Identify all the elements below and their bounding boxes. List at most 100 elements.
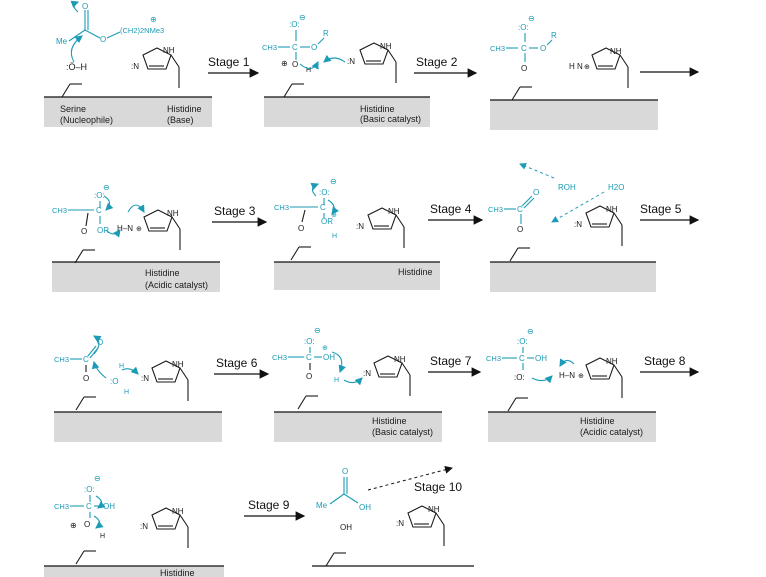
stage-4-label: Stage 4 (430, 202, 472, 216)
water-entry-arrow (551, 191, 605, 223)
protein-surface (264, 97, 430, 127)
curved-arrow (95, 495, 106, 509)
curved-arrow (103, 195, 114, 211)
curved-arrow (70, 0, 80, 13)
stage-10-label: Stage 10 (414, 480, 462, 494)
nitrogen-label: :N (131, 62, 139, 71)
positive-charge: ⊕ (281, 59, 288, 68)
positive-charge: ⊕ (136, 226, 142, 233)
oxyanion: :O: (517, 337, 528, 346)
r-label: R (551, 31, 557, 40)
positive-charge: ⊕ (584, 64, 590, 71)
curved-arrow (70, 35, 83, 63)
oxyanion: :O: (84, 485, 95, 494)
carbon-label: C (519, 354, 525, 363)
nitrogen-label: :N (574, 220, 582, 229)
or-label: OR (97, 226, 109, 235)
oxyanion: :O: (304, 337, 315, 346)
stage-2-label: Stage 2 (416, 55, 458, 69)
oxygen-label: O (292, 60, 298, 69)
serine-backbone (74, 249, 96, 264)
serine-oxygen: :O: (514, 373, 525, 382)
oxyanion: :O: (289, 20, 300, 29)
hydroxyl-label: OH (535, 354, 547, 363)
histidine-label-truncated: Histidine (160, 568, 195, 577)
carbon-label: C (306, 353, 312, 362)
protonated-nitrogen: H N (569, 62, 583, 71)
panel-8: ⊖ :O: CH3 C OH ⊕ H O :N NH Histidine (Ba… (272, 326, 442, 442)
basic-catalyst-label: (Basic catalyst) (372, 427, 433, 437)
carbonyl-bond (87, 345, 97, 357)
acidic-catalyst-label: (Acidic catalyst) (145, 280, 208, 290)
nh-label: NH (606, 205, 618, 214)
oxygen-label: O (521, 64, 527, 73)
negative-charge: ⊖ (94, 474, 101, 483)
oxygen-label: O (84, 520, 90, 529)
carbonyl-bond (521, 195, 533, 207)
oxygen-label: O (342, 467, 348, 476)
protein-surface (54, 412, 222, 442)
methyl-label: Me (56, 37, 68, 46)
curved-arrow (93, 515, 104, 529)
serine-backbone (75, 550, 97, 565)
nitrogen-label: :N (140, 522, 148, 531)
methyl-label: CH3 (272, 353, 287, 362)
hydrogen-label: H (332, 233, 337, 240)
methyl-label: CH3 (274, 203, 289, 212)
panel-2: ⊖ :O: CH3 C O R ⊕ O H :N NH Histidine (B… (262, 13, 430, 127)
stage-1-label: Stage 1 (208, 55, 250, 69)
nh-label: NH (380, 42, 392, 51)
serine-label: Serine (60, 104, 86, 114)
serine-backbone (283, 83, 305, 98)
nh-label: NH (163, 46, 175, 55)
panel-4: ⊖ :O: CH3 C OR O H–N ⊕ NH Histidine (Aci… (52, 183, 220, 292)
oxyanion: :O: (94, 191, 105, 200)
panel-5: ⊖ :O: CH3 C OR ⊕ H O :N NH Histidine (274, 177, 440, 290)
protein-surface (52, 262, 220, 292)
serine-backbone (507, 397, 529, 412)
nh-label: NH (388, 207, 400, 216)
nitrogen-label: :N (396, 519, 404, 528)
histidine-label: Histidine (372, 416, 407, 426)
hydrogen-label: H (100, 533, 105, 540)
oxygen-label: O (82, 2, 88, 11)
nitrogen-label: :N (363, 369, 371, 378)
methyl-label: CH3 (490, 44, 505, 53)
serine-backbone (509, 247, 531, 262)
serine-hydroxyl: :Ö–H (66, 62, 87, 72)
oxygen-label: O (100, 35, 106, 44)
negative-charge: ⊖ (103, 183, 110, 192)
histidine-label: Histidine (398, 267, 433, 277)
positive-charge: ⊕ (322, 345, 328, 352)
negative-charge: ⊖ (527, 327, 534, 336)
bond (343, 493, 359, 504)
curved-arrow (310, 182, 320, 197)
bond (68, 29, 86, 42)
serine-backbone (325, 552, 347, 567)
panel-11: Me O OH OH :N NH (312, 465, 474, 567)
curved-arrow (127, 204, 145, 213)
bond (106, 31, 121, 39)
nitrogen-label: :N (141, 374, 149, 383)
basic-catalyst-label: (Basic catalyst) (360, 114, 421, 124)
protein-surface (488, 412, 656, 442)
carbon-label: C (83, 355, 89, 364)
nh-label: NH (167, 209, 179, 218)
nh-label: NH (428, 505, 440, 514)
hydrogen-label: H (119, 363, 124, 370)
protonated-nitrogen: H–N (559, 371, 575, 380)
nh-label: NH (394, 355, 406, 364)
curved-arrow (331, 351, 346, 374)
oxygen-label: O (306, 372, 312, 381)
bond (84, 29, 101, 39)
stage-5-label: Stage 5 (640, 202, 682, 216)
r-label: R (323, 29, 329, 38)
protein-surface (44, 566, 224, 577)
carbon-label: C (96, 206, 102, 215)
stage-6-label: Stage 6 (216, 356, 258, 370)
stage-10-arrow (367, 465, 453, 491)
hydrogen-label: H (334, 377, 339, 384)
curved-arrow (343, 377, 363, 386)
base-label: (Base) (167, 115, 194, 125)
